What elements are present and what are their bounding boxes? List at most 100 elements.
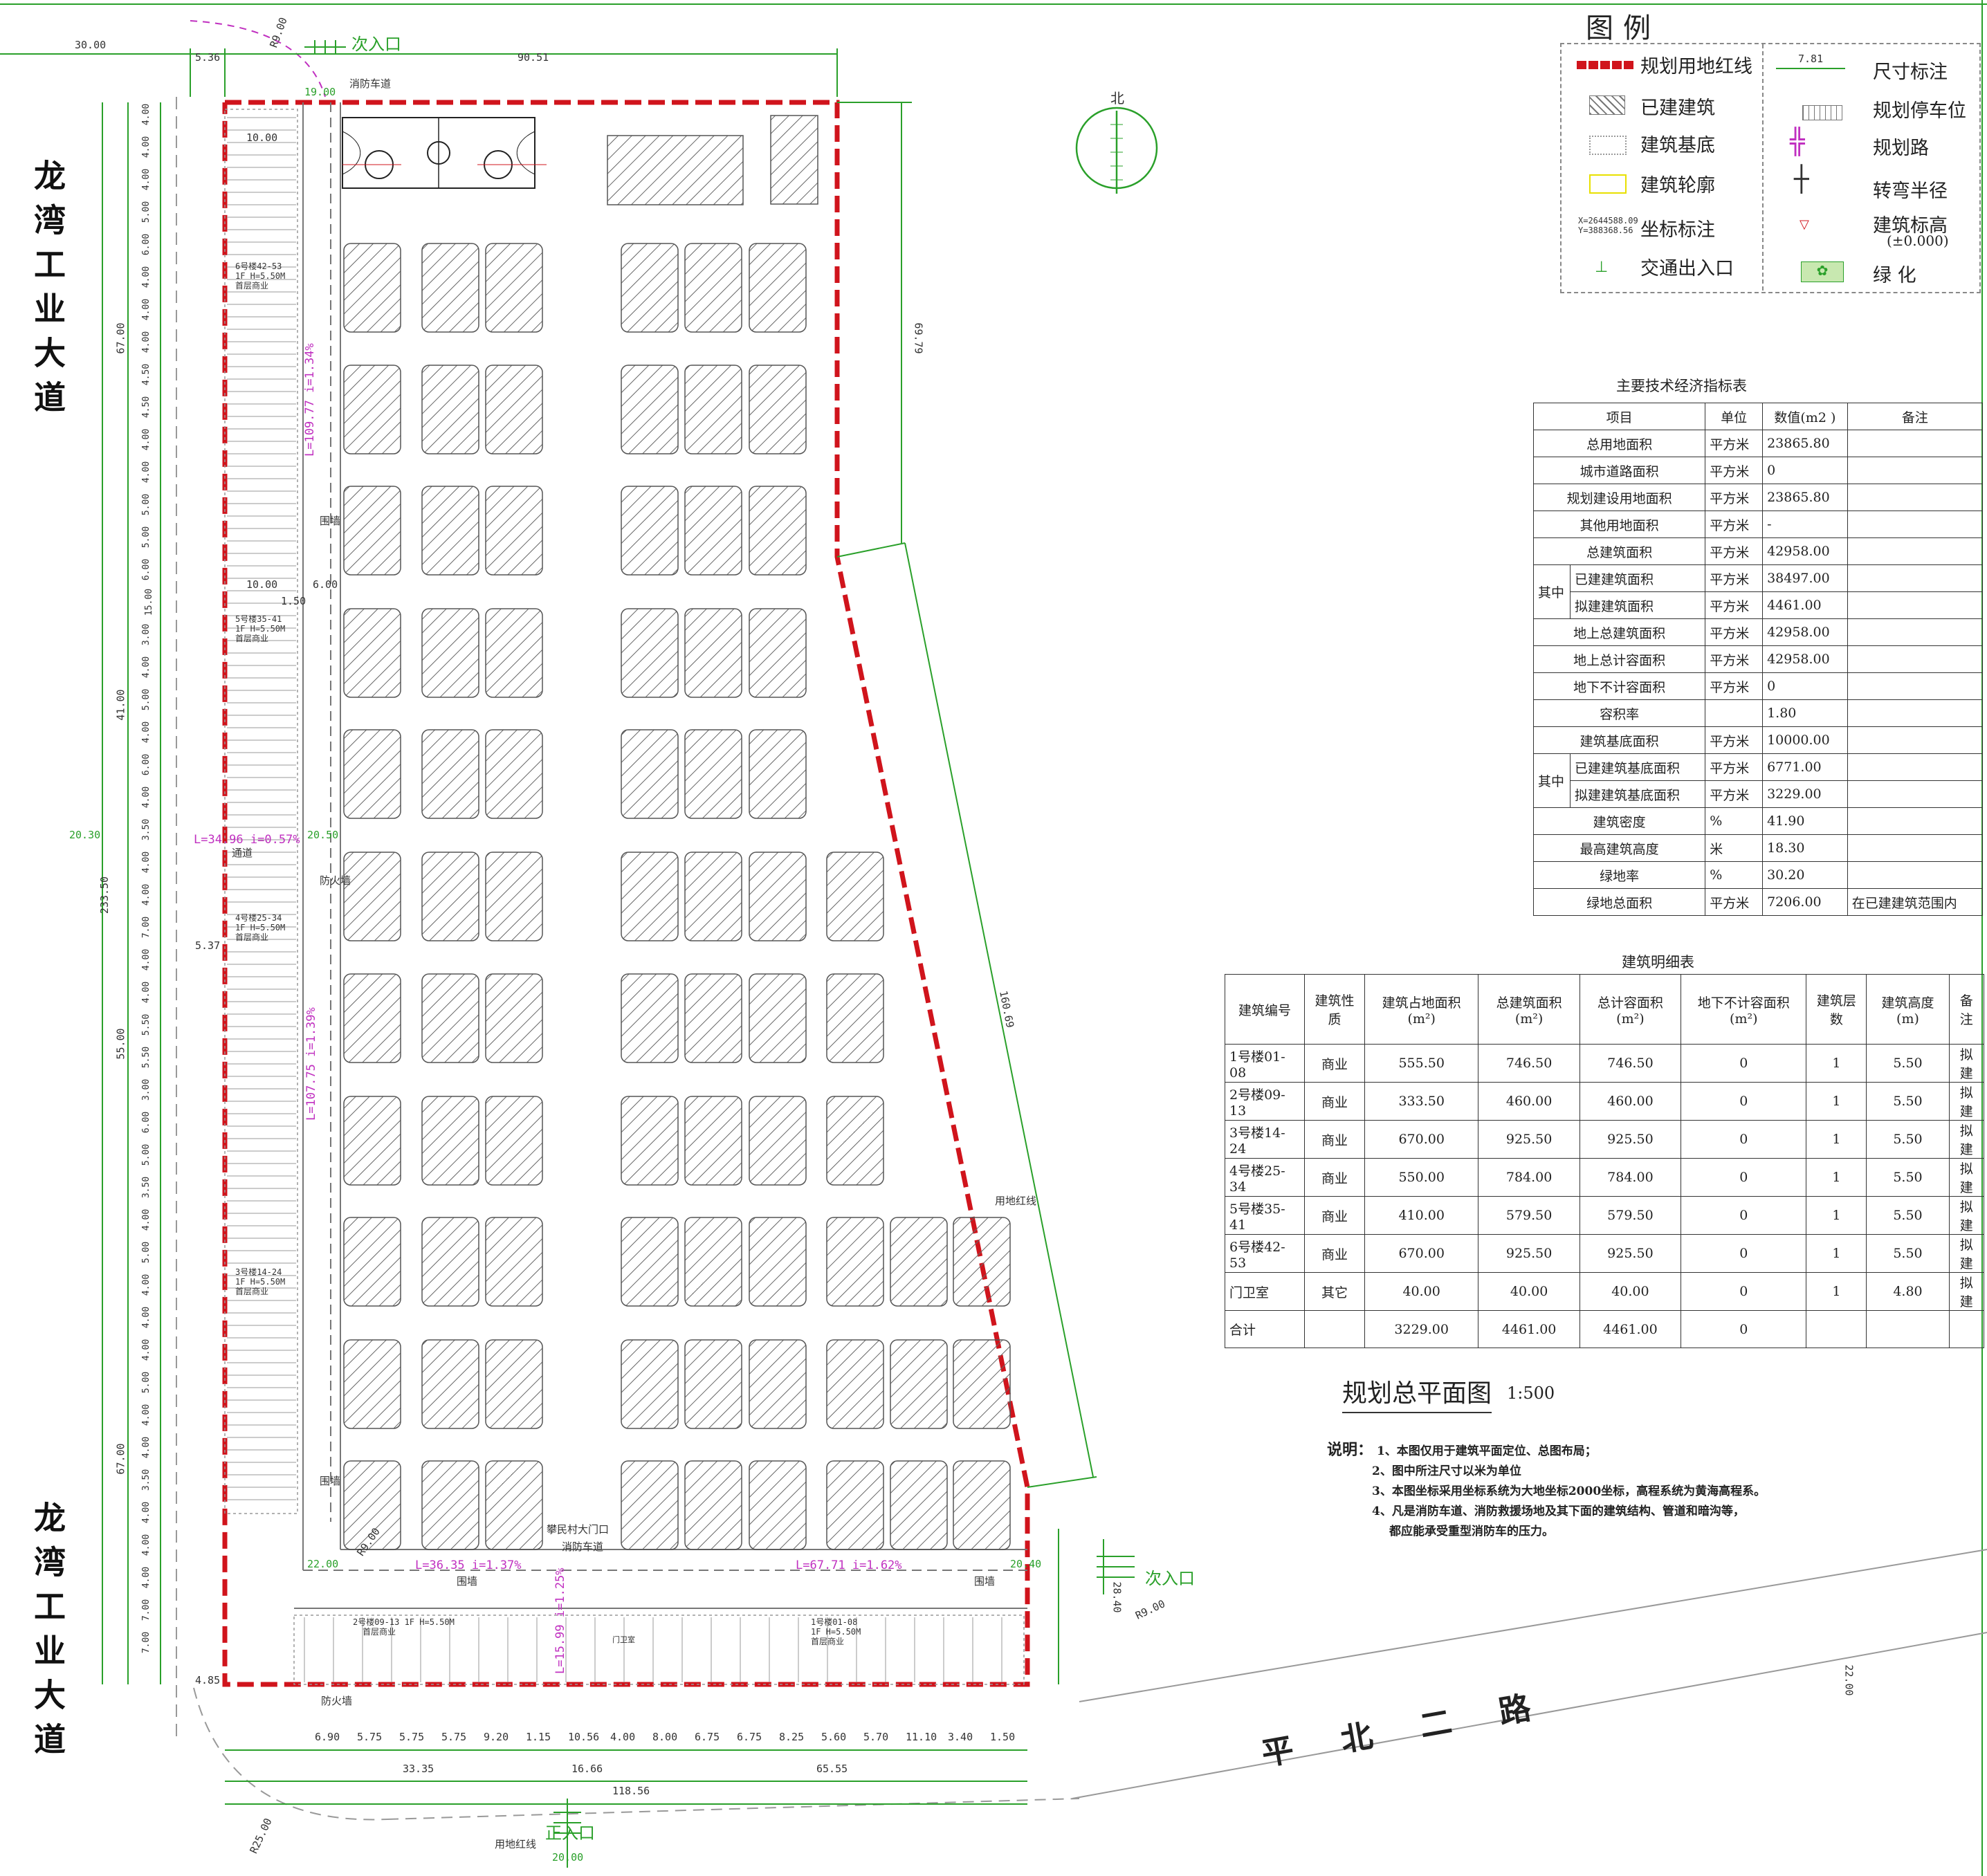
entrance-south-label: 正入口 [545,1823,595,1843]
existing-building [485,608,543,698]
building-table-cell: 333.50 [1364,1082,1479,1121]
existing-building [749,486,807,576]
existing-building [421,1096,479,1186]
legend-item: 建筑轮廓 [1640,175,1715,196]
building-table-header: 建筑编号 [1224,974,1306,1045]
dim-left-value: 4.00 [141,461,152,484]
building-table-cell [1948,1310,1985,1348]
legend-item: 转弯半径 [1873,181,1948,202]
dim-left-value: 4.00 [141,266,152,288]
existing-building [621,1339,679,1429]
building-table-header: 地下不计容面积(m²) [1681,974,1807,1045]
dim-bottom-value: 5.75 [357,1731,383,1743]
building-table-cell: 拟建 [1948,1196,1985,1235]
existing-building [343,1339,401,1429]
tech-table-cell: 0 [1762,672,1848,700]
dotted-rect-icon [1589,136,1627,155]
tech-table-cell: 地下不计容面积 [1532,672,1706,700]
existing-building [684,973,742,1063]
dim-bottom-value: 1.50 [990,1731,1016,1743]
existing-building [621,1460,679,1550]
wall-label-3: 围墙 [457,1575,478,1588]
existing-building [621,243,679,333]
existing-building [485,852,543,941]
dim-left-value: 4.00 [141,786,152,809]
building-table-cell: 0 [1681,1044,1807,1083]
existing-building [684,1460,742,1550]
building-table-cell: 460.00 [1478,1082,1580,1121]
tech-table-cell: 在已建建筑范围内 [1847,888,1984,916]
existing-building [953,1460,1011,1550]
dim-1000-b: 10.00 [246,578,278,591]
tech-table-cell: 绿地率 [1532,861,1706,889]
dim-bottom-value: 6.90 [315,1731,340,1743]
legend-item: 建筑基底 [1640,135,1715,156]
dim-150: 1.50 [281,595,306,607]
tech-table-group: 其中 [1533,753,1571,808]
tech-table-cell: 已建建筑基底面积 [1569,753,1706,781]
building-table-cell: 579.50 [1579,1196,1682,1235]
building-table-header: 总建筑面积(m²) [1478,974,1580,1045]
dim-bottom-value: 3.40 [948,1731,973,1743]
tech-table-cell [1847,780,1984,808]
dim-537: 5.37 [195,939,221,952]
tech-table-cell: 总用地面积 [1532,430,1706,457]
note-3: 3、本图坐标采用坐标系统为大地坐标2000坐标，高程系统为黄海高程系。 [1372,1484,1766,1498]
building-table-cell: 1号楼01-08 [1224,1044,1306,1083]
existing-building [621,486,679,576]
building-table-cell: 925.50 [1478,1120,1580,1159]
dim-left-value: 3.50 [141,1469,152,1491]
tech-table-cell: 绿地总面积 [1532,888,1706,916]
redline-label-east: 用地红线 [995,1195,1037,1207]
dim-left-value: 4.00 [141,136,152,158]
tech-table-cell [1847,834,1984,862]
tech-table-cell: 7206.00 [1762,888,1848,916]
slope-label-1: L=109.77 i=1.34% [303,343,317,457]
dim-left-6700b: 67.00 [114,1443,127,1475]
slope-label-5: L=67.71 i=1.62% [796,1558,902,1572]
tech-table-cell: 1.80 [1762,699,1848,727]
dim-2040: 20.40 [1010,1558,1042,1570]
building-table-header: 备注 [1948,974,1985,1045]
tech-table-cell: 平方米 [1705,753,1764,781]
existing-building [826,1339,884,1429]
tech-table-header: 数值(m2 ) [1762,403,1848,430]
existing-building [485,973,543,1063]
building-table-cell [1304,1310,1365,1348]
dim-left-value: 4.00 [141,883,152,906]
fire-lane-label-2: 消防车道 [562,1541,604,1553]
building-table-cell: 550.00 [1364,1158,1479,1197]
dim-600: 6.00 [313,578,338,591]
existing-building [343,729,401,819]
dim-6555: 65.55 [816,1763,848,1775]
dim-left-value: 4.00 [141,721,152,744]
building-table-cell: 784.00 [1579,1158,1682,1197]
dim-left-value: 15.00 [144,588,155,616]
dim-left-value: 4.00 [141,1436,152,1459]
existing-building [343,1096,401,1186]
existing-building [749,852,807,941]
wall-label-2: 围墙 [320,1475,341,1487]
tech-table-cell [1847,807,1984,835]
tech-table-header: 备注 [1847,403,1984,430]
existing-building [749,973,807,1063]
dim-left-value: 6.00 [141,753,152,776]
existing-building [621,1217,679,1307]
dim-left-value: 4.00 [141,656,152,679]
dim-bottom-value: 11.10 [906,1731,937,1743]
walkway-label: 通道 [232,847,253,859]
tech-table-cell [1705,699,1764,727]
building-table-cell: 0 [1681,1196,1807,1235]
existing-building [621,852,679,941]
building-table-cell: 925.50 [1478,1234,1580,1273]
building-table-cell: 商业 [1304,1234,1365,1273]
dim-left-value: 4.00 [141,1306,152,1329]
tech-table-cell: 平方米 [1705,484,1764,511]
dim-left-value: 4.00 [141,168,152,191]
entrance-east-label: 次入口 [1145,1569,1195,1588]
dim-2200: 22.00 [307,1558,339,1570]
tech-table-cell [1847,861,1984,889]
